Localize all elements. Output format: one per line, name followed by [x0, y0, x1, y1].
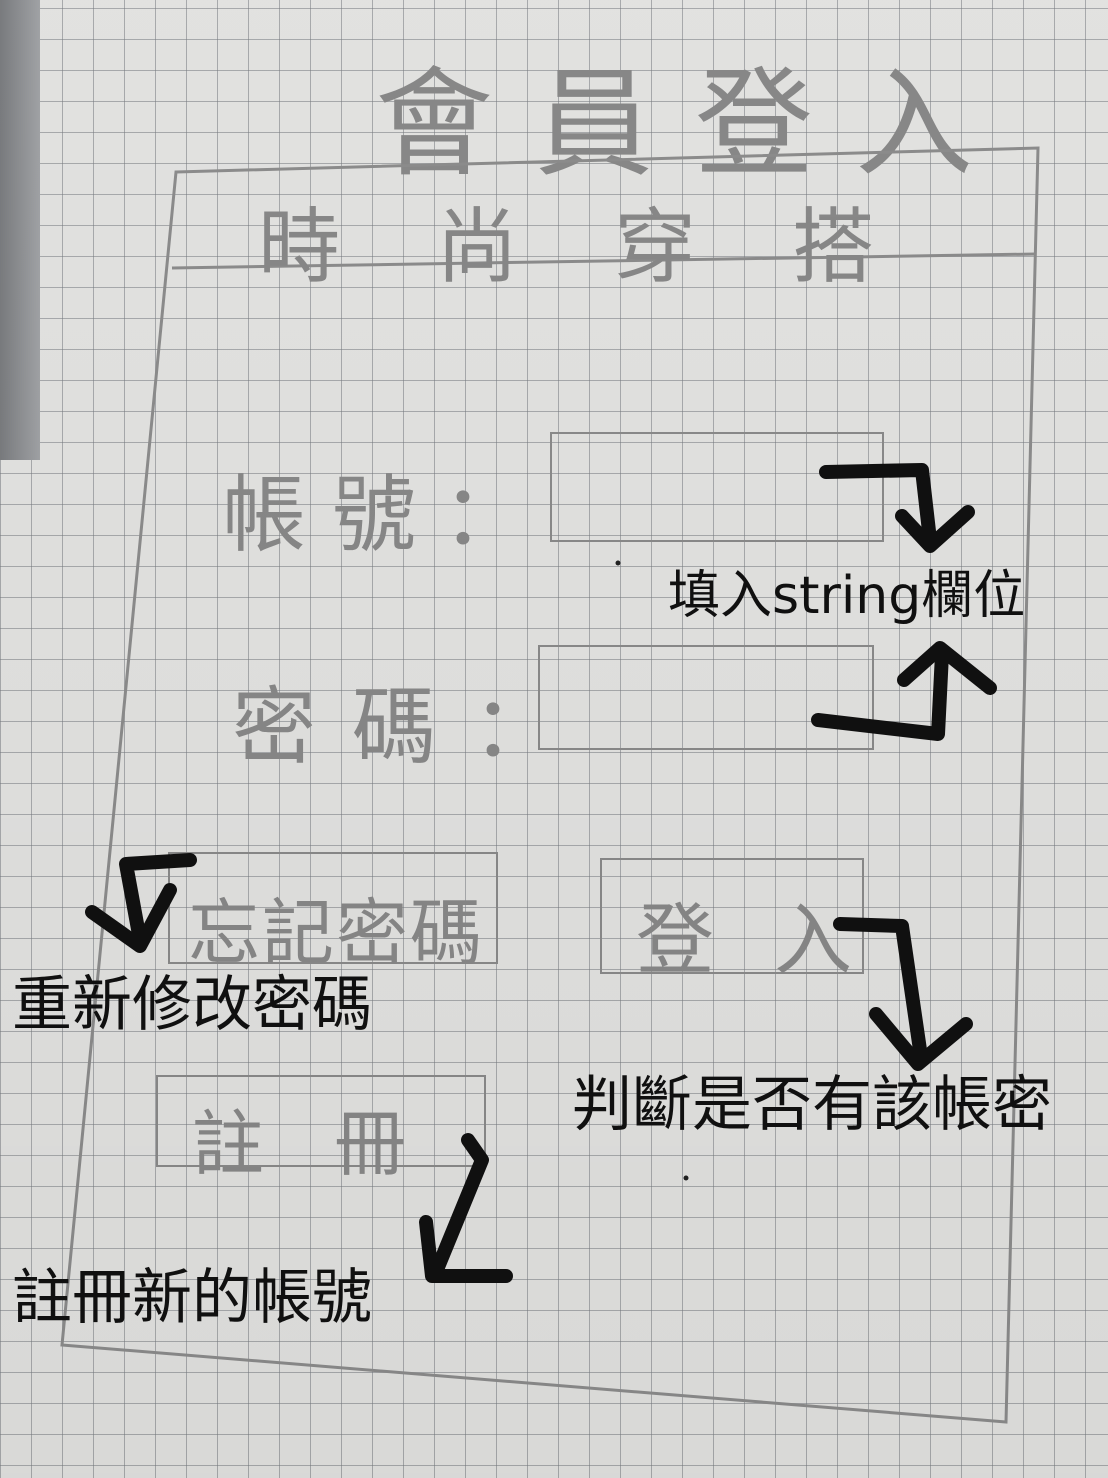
password-input[interactable] [538, 645, 874, 750]
login-button[interactable]: 登入 [600, 858, 864, 986]
arrow-login-to-note-icon [833, 917, 927, 1057]
arrow-register-to-note-icon [429, 1133, 489, 1279]
brand-header: 時尚穿搭 [258, 200, 971, 295]
page-title: 會員登入 [375, 55, 1016, 193]
forgot-password-label: 忘記密碼 [188, 891, 485, 975]
account-input[interactable] [550, 432, 884, 542]
arrow-password-to-note-icon [811, 647, 949, 741]
login-label: 登入 [636, 896, 913, 986]
note-register-new-account: 註冊新的帳號 [12, 1263, 372, 1333]
note-check-account-password: 判斷是否有該帳密 [572, 1070, 1052, 1140]
note-fill-string-field: 填入string欄位 [668, 566, 1026, 626]
arrow-forgot-to-note-icon [119, 853, 197, 947]
forgot-password-button[interactable]: 忘記密碼 [168, 852, 498, 975]
register-label: 註冊 [192, 1102, 477, 1186]
arrow-account-to-note-icon [819, 463, 937, 547]
paper-edge-shadow [0, 0, 40, 460]
account-label: 帳號： [222, 466, 553, 564]
password-label: 密碼： [232, 678, 593, 776]
note-reset-password: 重新修改密碼 [12, 970, 372, 1040]
register-button[interactable]: 註冊 [156, 1075, 486, 1186]
